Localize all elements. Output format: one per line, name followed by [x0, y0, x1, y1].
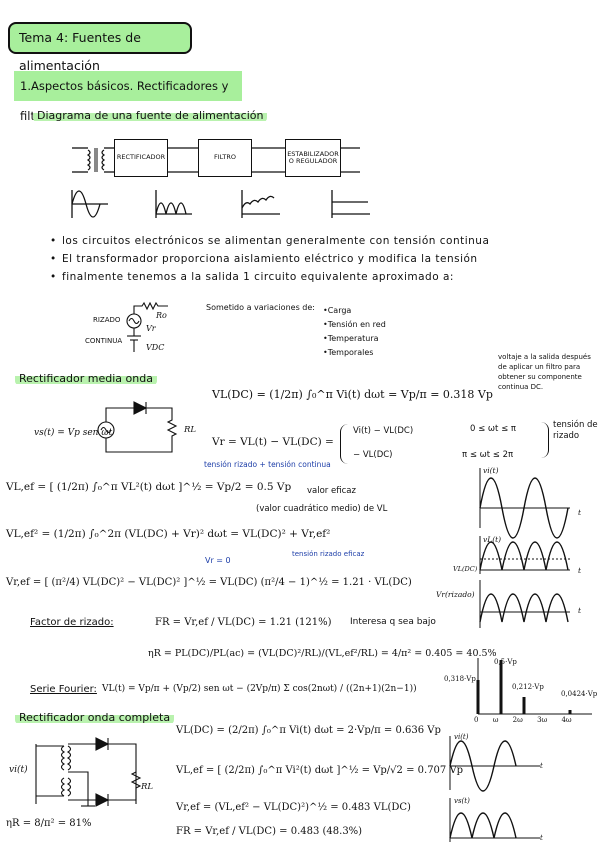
eta-equation: ηR = PL(DC)/PL(ac) = (VL(DC)²/RL)/(VL,ef… [148, 648, 497, 659]
source-equation: vs(t) = Vp sen ωt [34, 428, 113, 438]
half-wave-rl: RL [184, 425, 197, 435]
range-one: 0 ≤ ωt ≤ π [470, 424, 517, 434]
regulator-block: ESTABILIZADOR O REGULADOR [285, 139, 341, 177]
range-two: π ≤ ωt ≤ 2π [462, 450, 514, 460]
spectrum-ticks: 0 ω 2ω 3ω 4ω [474, 716, 572, 724]
list-item: El transformador proporciona aislamiento… [50, 250, 590, 268]
full-wave-vref: Vr,ef = (VL,ef² − VL(DC)²)^½ = 0.483 VL(… [176, 802, 411, 813]
variaciones-list: •Carga •Tensión en red •Temperatura •Tem… [323, 304, 386, 360]
plot-t-2: t [578, 566, 582, 575]
waveform-plots [479, 468, 570, 628]
vr-zero: Vr = 0 [205, 556, 231, 565]
plot-vl: vL(t) [483, 535, 502, 544]
spectrum-mid: 0,212·Vp [512, 683, 544, 691]
vr-equation: Vr = VL(t) − VL(DC) = [212, 436, 334, 448]
fw-plot-t-2: t [540, 834, 543, 842]
half-wave-heading: Rectificador media onda [15, 372, 157, 385]
side-note: voltaje a la salida después de aplicar u… [498, 353, 591, 391]
cases-brace [340, 424, 351, 464]
case-two: − VL(DC) [353, 450, 393, 460]
list-item: •Carga [323, 306, 352, 315]
full-wave-vi: vi(t) [9, 765, 28, 775]
full-wave-vldc: VL(DC) = (2/2π) ∫₀^π Vi(t) dωt = 2·Vp/π … [176, 725, 441, 736]
section-heading: 1.Aspectos básicos. Rectificadores y fil… [14, 71, 242, 123]
plot-vldc: VL(DC) [453, 565, 478, 573]
tension-rizado: tensión de rizado [553, 420, 598, 441]
plot-vr: Vr(rizado) [436, 590, 475, 599]
full-wave-rl: RL [141, 782, 154, 792]
full-wave-fr: FR = Vr,ef / VL(DC) = 0.483 (48.3%) [176, 826, 363, 837]
vl-ef-equation: VL,ef = [ (1/2π) ∫₀^π VL²(t) dωt ]^½ = V… [6, 481, 292, 493]
valor-eficaz: valor eficaz [307, 486, 356, 496]
vdc-label: VDC [146, 343, 165, 352]
filter-block: FILTRO [198, 139, 252, 177]
serie-equation: VL(t) = Vp/π + (Vp/2) sen ωt − (2Vp/π) Σ… [102, 684, 417, 694]
full-wave-vlef: VL,ef = [ (2/2π) ∫₀^π Vi²(t) dωt ]^½ = V… [176, 765, 464, 776]
power-supply-diagram [71, 147, 370, 218]
half-wave-circuit [97, 401, 178, 453]
vr-label: Vr [146, 324, 156, 333]
blue-note-2: tensión rizado eficaz [292, 550, 365, 558]
list-item: •Temperatura [323, 334, 379, 343]
full-wave-heading: Rectificador onda completa [15, 711, 175, 724]
sometido-label: Sometido a variaciones de: [206, 303, 315, 312]
range-brace [540, 422, 549, 458]
equivalent-circuit [126, 301, 168, 352]
interesa-note: Interesa q sea bajo [350, 617, 436, 627]
continua-label: CONTINUA [85, 337, 123, 345]
notes-list: los circuitos electrónicos se alimentan … [50, 232, 590, 286]
blue-note-1: tensión rizado + tensión continua [204, 460, 331, 469]
plot-t-1: t [578, 508, 582, 517]
full-wave-eta: ηR = 8/π² = 81% [6, 818, 92, 829]
list-item: finalmente tenemos a la salida 1 circuit… [50, 268, 590, 286]
factor-label: Factor de rizado: [30, 617, 114, 628]
plot-t-3: t [578, 606, 582, 615]
fw-plot-vs: vs(t) [454, 797, 470, 805]
serie-label: Serie Fourier: [30, 684, 97, 695]
factor-equation: FR = Vr,ef / VL(DC) = 1.21 (121%) [155, 617, 332, 628]
list-item: •Temporales [323, 348, 374, 357]
list-item: los circuitos electrónicos se alimentan … [50, 232, 590, 250]
plot-vi: vi(t) [483, 466, 499, 475]
vr-ef-equation: Vr,ef = [ (π²/4) VL(DC)² − VL(DC)² ]^½ =… [6, 577, 412, 588]
vl-ef2-equation: VL,ef² = (1/2π) ∫₀^2π (VL(DC) + Vr)² dωt… [6, 528, 331, 540]
fourier-spectrum [476, 658, 592, 715]
ro-label: Ro [156, 311, 167, 320]
diagram-subtitle: Diagrama de una fuente de alimentación [33, 109, 268, 122]
list-item: •Tensión en red [323, 320, 386, 329]
full-wave-circuit [35, 737, 142, 807]
spectrum-top: 0,5·Vp [494, 658, 517, 666]
spectrum-right: 0,0424·Vp [561, 690, 598, 698]
rectifier-block: RECTIFICADOR [114, 139, 168, 177]
full-wave-plots [449, 736, 540, 842]
case-one: Vi(t) − VL(DC) [353, 426, 414, 436]
fw-plot-vi: vi(t) [454, 733, 469, 741]
half-wave-vldc: VL(DC) = (1/2π) ∫₀^π Vi(t) dωt = Vp/π = … [212, 388, 493, 401]
spectrum-left: 0,318·Vp [444, 675, 476, 683]
rizado-label: RIZADO [93, 316, 121, 324]
valor-cuadratico: (valor cuadrático medio) de VL [256, 504, 388, 514]
fw-plot-t-1: t [540, 762, 543, 770]
page-title: Tema 4: Fuentes de alimentación [8, 22, 192, 73]
